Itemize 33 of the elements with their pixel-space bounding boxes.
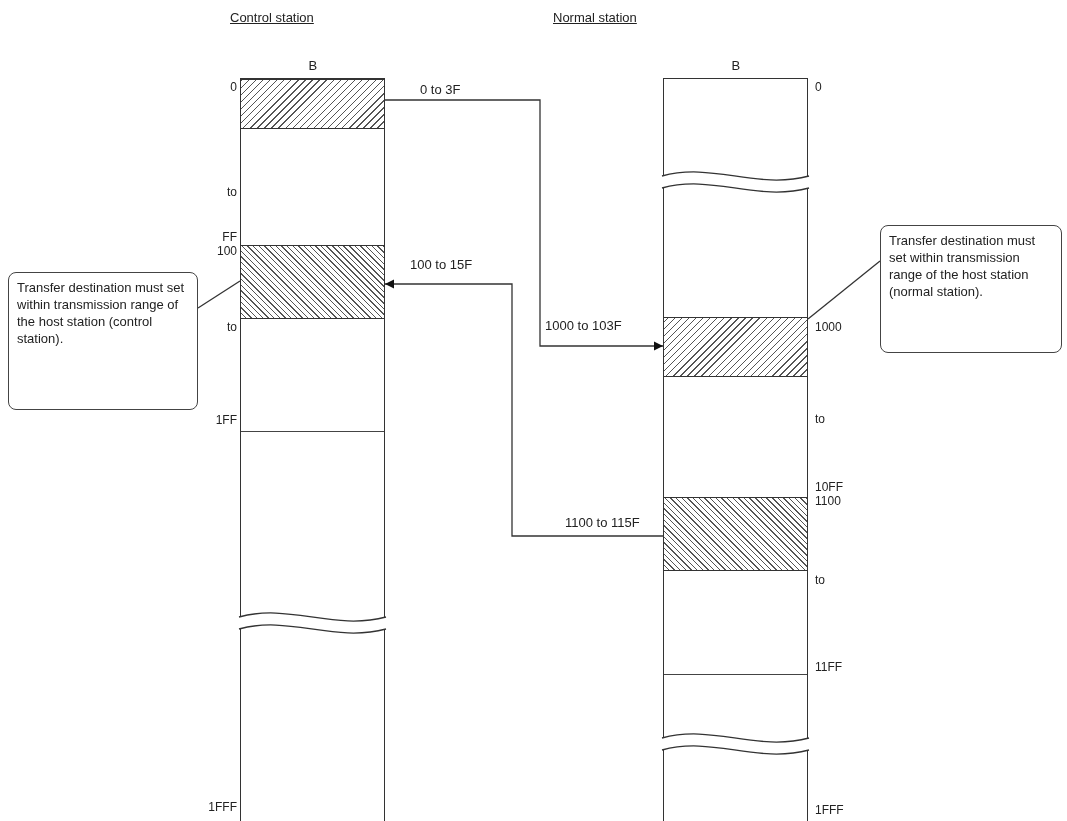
column-heading: B bbox=[308, 58, 318, 73]
address-label: 1FF bbox=[215, 413, 237, 427]
range-label: 1100 to 115F bbox=[565, 515, 640, 530]
address-label: 1FFF bbox=[815, 803, 844, 817]
leader-line bbox=[807, 260, 881, 320]
range-label: 1000 to 103F bbox=[545, 318, 622, 333]
hatched-region bbox=[241, 245, 384, 319]
address-label: 11FF bbox=[815, 660, 843, 674]
address-label: to bbox=[815, 412, 825, 426]
address-label: FF bbox=[222, 230, 237, 244]
address-label: 1FFF bbox=[208, 800, 237, 814]
address-label: 0 bbox=[230, 80, 237, 94]
arrow bbox=[384, 99, 664, 351]
address-label: to bbox=[227, 320, 237, 334]
leader-line bbox=[197, 280, 241, 309]
callout-note: Transfer destination must set within transmission range of the host station (normal station). bbox=[880, 225, 1062, 353]
hatched-region bbox=[241, 79, 384, 129]
callout-note: Transfer destination must set within transmission range of the host station (control station). bbox=[8, 272, 198, 410]
address-label: 100 bbox=[216, 244, 237, 258]
station-title: Normal station bbox=[553, 10, 637, 25]
hatched-region bbox=[664, 317, 807, 377]
address-label: 10FF bbox=[815, 480, 843, 494]
address-label: 1100 bbox=[815, 494, 841, 508]
address-label: 0 bbox=[815, 80, 822, 94]
hatched-region bbox=[664, 497, 807, 571]
address-label: 1000 bbox=[815, 320, 842, 334]
address-label: to bbox=[815, 573, 825, 587]
arrow bbox=[384, 279, 664, 537]
range-label: 0 to 3F bbox=[420, 82, 461, 97]
address-label: to bbox=[227, 185, 237, 199]
range-label: 100 to 15F bbox=[410, 257, 473, 272]
column-heading: B bbox=[731, 58, 741, 73]
station-title: Control station bbox=[230, 10, 314, 25]
